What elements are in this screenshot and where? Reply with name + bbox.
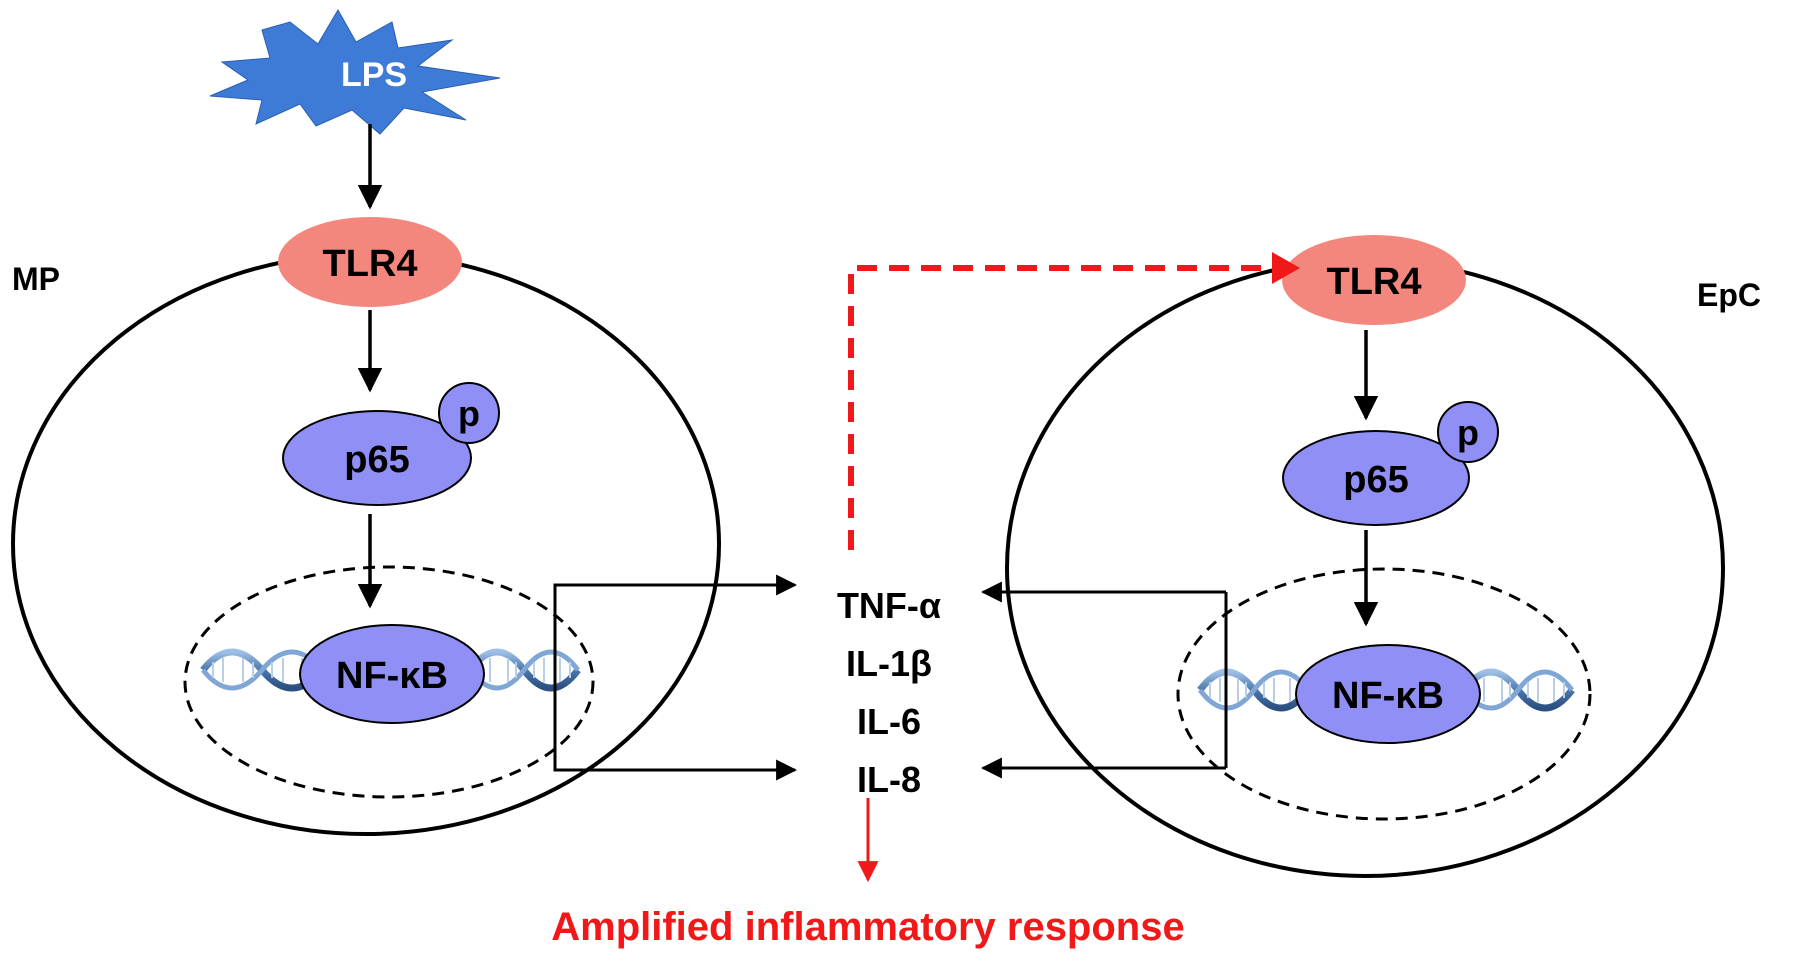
epc-tlr4-receptor	[1282, 235, 1466, 325]
epc-p65-protein	[1282, 430, 1470, 526]
cytokine-il1-beta: IL-1β	[846, 643, 932, 684]
epc-dna-helix-left	[1197, 668, 1311, 712]
feedback-dashed-path	[848, 265, 1270, 550]
cytokine-il8: IL-8	[857, 759, 921, 800]
epc-p65-label: p65	[1343, 459, 1408, 501]
mp-nfkb-label: NF-κB	[336, 655, 448, 697]
mp-cell-label: MP	[12, 261, 60, 297]
mp-tlr4-label: TLR4	[323, 243, 418, 285]
lps-starburst	[209, 8, 501, 135]
mp-cell-membrane	[11, 252, 721, 836]
mp-phospho-label: p	[458, 393, 480, 434]
mp-p65-protein	[282, 410, 472, 506]
mp-phospho-group	[438, 382, 500, 444]
epc-phospho-group	[1437, 401, 1499, 463]
epc-nucleus	[1176, 567, 1592, 821]
mp-output-connector	[553, 583, 795, 772]
epc-nfkb-label: NF-κB	[1332, 675, 1444, 717]
cytokine-il6: IL-6	[857, 701, 921, 742]
cytokine-tnf-alpha: TNF-α	[837, 585, 941, 626]
epc-tlr4-label: TLR4	[1327, 261, 1422, 303]
lps-label: LPS	[341, 56, 407, 94]
feedback-arrowhead	[1272, 252, 1300, 284]
epc-nfkb-protein	[1295, 644, 1481, 744]
mp-dna-helix-right	[467, 648, 581, 692]
epc-phospho-label: p	[1457, 412, 1479, 453]
mp-p65-label: p65	[344, 439, 409, 481]
mp-tlr4-receptor	[278, 217, 462, 307]
outcome-label: Amplified inflammatory response	[551, 905, 1184, 949]
epc-cell-label: EpC	[1697, 277, 1761, 313]
mp-nfkb-protein	[299, 624, 485, 724]
mp-nucleus	[183, 565, 595, 799]
